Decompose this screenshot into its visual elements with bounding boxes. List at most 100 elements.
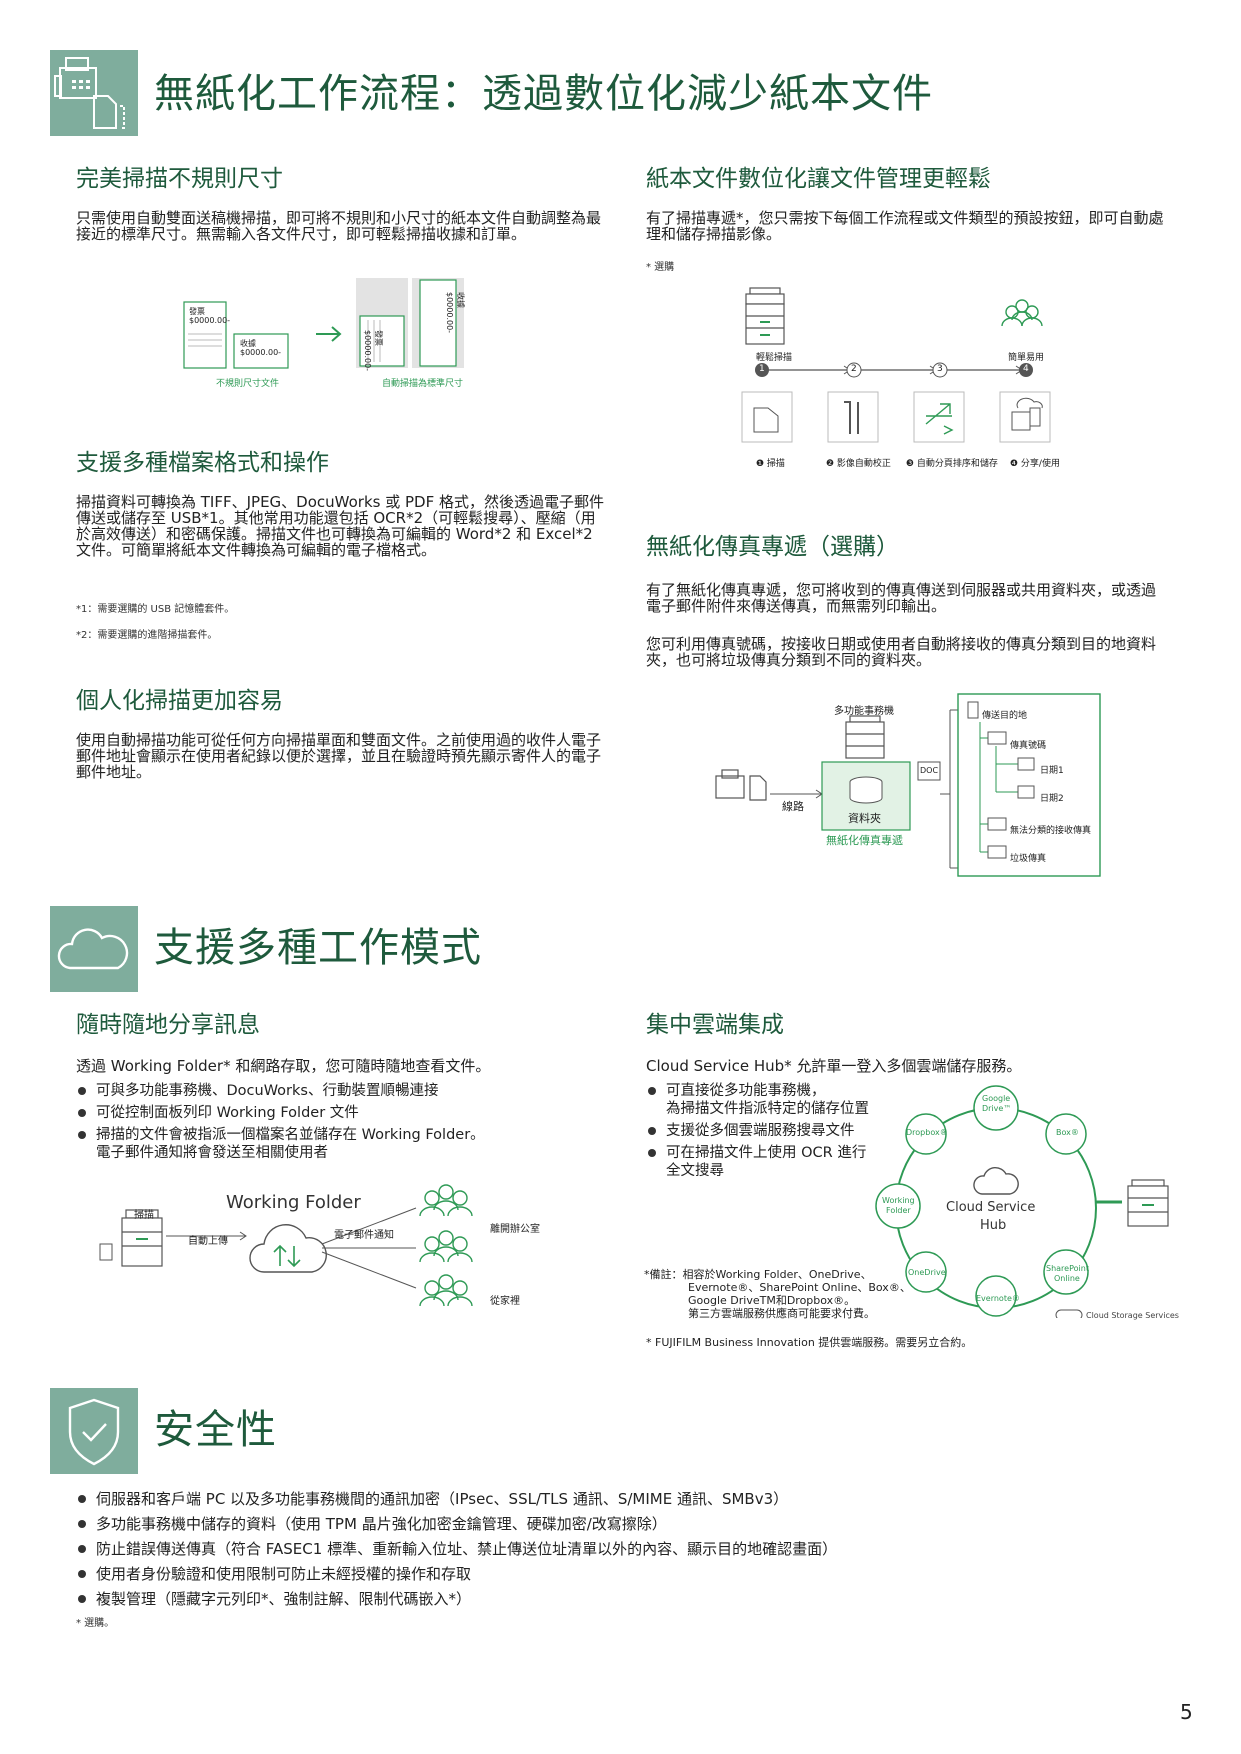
fax-machine-icon: [715, 769, 767, 801]
share-bullet-2: 可從控制面板列印 Working Folder 文件: [76, 1104, 596, 1122]
step-number-1: 1: [759, 364, 765, 374]
hub-working-folder-1: Working: [882, 1196, 915, 1205]
heading-manage-docs: 紙本文件數位化讓文件管理更輕鬆: [646, 166, 991, 192]
hub-center-2: Hub: [980, 1218, 1007, 1233]
doc1-title: 發票: [189, 307, 205, 316]
label-easy-use: 簡單易用: [1008, 353, 1045, 363]
label-doc: DOC: [920, 766, 939, 775]
step-auto-sort: ❸ 自動分頁排序和儲存: [906, 459, 998, 469]
page-number: 5: [1180, 1700, 1193, 1724]
cloud-bullet-3: 可在掃描文件上使用 OCR 進行 全文搜尋: [646, 1144, 896, 1180]
label-unsorted-fax: 無法分類的接收傳真: [1010, 826, 1092, 836]
out1-amount: $0000.00-: [363, 330, 372, 372]
hub-dropbox: Dropbox®: [906, 1128, 948, 1137]
step-image-correct: ❷ 影像自動校正: [826, 459, 891, 469]
figure-cloud-hub: [875, 1085, 1169, 1318]
text-manage-docs: 有了掃描專遞*，您只需按下每個工作流程或文件類型的預設按鈕，即可自動處理和儲存掃…: [646, 209, 1164, 243]
footnote-option: * 選購: [646, 262, 675, 273]
label-destination: 傳送目的地: [982, 711, 1028, 721]
heading-irregular-size: 完美掃描不規則尺寸: [76, 166, 283, 192]
step-number-4: 4: [1023, 364, 1029, 374]
section-icon-fax: [50, 50, 138, 136]
users-wf-icon: [419, 1184, 473, 1307]
label-folder: 資料夾: [848, 812, 881, 825]
footnote-security-option: * 選購。: [76, 1618, 115, 1629]
text-irregular-size: 只需使用自動雙面送稿機掃描，即可將不規則和小尺寸的紙本文件自動調整為最接近的標準…: [76, 209, 602, 243]
list-share-features: 可與多功能事務機、DocuWorks、行動裝置順暢連接 可從控制面板列印 Wor…: [76, 1082, 596, 1166]
share-bullet-1: 可與多功能事務機、DocuWorks、行動裝置順暢連接: [76, 1082, 596, 1100]
wf-title: Working Folder: [226, 1192, 361, 1213]
label-email-notice: 電子郵件通知: [334, 1230, 394, 1241]
caption-auto-standard: 自動掃描為標準尺寸: [382, 379, 464, 389]
label-away: 離開辦公室: [490, 1224, 540, 1235]
text-file-formats: 掃描資料可轉換為 TIFF、JPEG、DocuWorks 或 PDF 格式，然後…: [76, 493, 604, 559]
label-easy-scan: 輕鬆掃描: [756, 353, 793, 363]
section-title-security: 安全性: [154, 1407, 277, 1453]
step-number-2: 2: [851, 364, 857, 374]
figure-paperless-fax: [715, 693, 1101, 877]
mfp-icon: [745, 287, 785, 345]
users-icon: [1001, 299, 1043, 327]
label-auto-upload: 自動上傳: [188, 1236, 228, 1247]
list-cloud-features: 可直接從多功能事務機， 為掃描文件指派特定的儲存位置 支援從多個雲端服務搜尋文件…: [646, 1082, 896, 1184]
label-mfp: 多功能事務機: [834, 706, 894, 717]
label-paperless-fax: 無紙化傳真專遞: [826, 834, 903, 847]
hub-google-2: Drive™: [982, 1104, 1012, 1113]
label-home: 從家裡: [490, 1296, 520, 1307]
security-bullet-2: 多功能事務機中儲存的資料（使用 TPM 晶片強化加密金鑰管理、硬碟加密/改寫擦除…: [76, 1515, 837, 1533]
security-bullet-3: 防止錯誤傳送傳真（符合 FASEC1 標準、重新輸入位址、禁止傳送位址清單以外的…: [76, 1540, 837, 1558]
step-scan: ❶ 掃描: [756, 459, 785, 469]
hub-working-folder-2: Folder: [886, 1206, 911, 1215]
security-bullet-4: 使用者身份驗證和使用限制可防止未經授權的操作和存取: [76, 1565, 837, 1583]
fax-document-icon: [54, 57, 125, 129]
doc2-amount: $0000.00-: [240, 348, 282, 357]
label-line: 線路: [782, 800, 804, 813]
cloud-icon: [57, 928, 129, 970]
heading-share-anywhere: 隨時隨地分享訊息: [76, 1012, 260, 1038]
heading-paperless-fax: 無紙化傳真專遞（選購）: [646, 534, 899, 560]
heading-cloud-integration: 集中雲端集成: [646, 1012, 784, 1038]
label-junk-fax: 垃圾傳真: [1010, 854, 1047, 864]
section-icon-cloud: [50, 906, 138, 992]
database-icon: [849, 776, 883, 804]
heading-file-formats: 支援多種檔案格式和操作: [76, 450, 329, 476]
step-number-3: 3: [937, 364, 943, 374]
label-fax-number: 傳真號碼: [1010, 741, 1047, 751]
label-date1: 日期1: [1040, 766, 1064, 776]
heading-personal-scan: 個人化掃描更加容易: [76, 688, 283, 714]
out2-amount: $0000.00-: [445, 292, 454, 334]
hub-legend: Cloud Storage Services: [1086, 1311, 1179, 1320]
figure-scan-flow: [741, 287, 1051, 443]
footnote-advanced-scan: *2：需要選購的進階掃描套件。: [76, 630, 218, 641]
hub-google-1: Google: [982, 1094, 1011, 1103]
hub-sharepoint-1: SharePoint: [1046, 1264, 1089, 1273]
hub-sharepoint-2: Online: [1054, 1274, 1080, 1283]
security-bullet-5: 複製管理（隱藏字元列印*、強制註解、限制代碼嵌入*）: [76, 1590, 837, 1608]
hub-box: Box®: [1056, 1128, 1079, 1137]
text-personal-scan: 使用自動掃描功能可從任何方向掃描單面和雙面文件。之前使用過的收件人電子郵件地址會…: [76, 731, 602, 781]
cloud-bullet-1: 可直接從多功能事務機， 為掃描文件指派特定的儲存位置: [646, 1082, 896, 1118]
label-wf-scan: 掃描: [134, 1210, 154, 1221]
mfp-hub-icon: [1127, 1179, 1169, 1227]
footnote-usb: *1：需要選購的 USB 記憶體套件。: [76, 604, 235, 615]
cloud-compat-note: *備註：相容於Working Folder、OneDrive、 Evernote…: [644, 1268, 911, 1320]
out1-title: 發票: [374, 330, 383, 346]
text-share-anywhere: 透過 Working Folder* 和網路存取，您可隨時隨地查看文件。: [76, 1057, 491, 1075]
hub-evernote: Evernote®: [976, 1294, 1020, 1303]
list-security: 伺服器和客戶端 PC 以及多功能事務機間的通訊加密（IPsec、SSL/TLS …: [76, 1490, 837, 1615]
out2-title: 收據: [456, 292, 465, 308]
footnote-cloud-service: * FUJIFILM Business Innovation 提供雲端服務。需要…: [646, 1336, 973, 1349]
step-share: ❹ 分享/使用: [1010, 459, 1060, 469]
text-cloud-integration: Cloud Service Hub* 允許單一登入多個雲端儲存服務。: [646, 1057, 1022, 1075]
shield-check-icon: [68, 1398, 120, 1466]
section-title-work-modes: 支援多種工作模式: [154, 925, 482, 971]
hub-onedrive: OneDrive: [908, 1268, 946, 1277]
doc1-amount: $0000.00-: [189, 316, 231, 325]
section-icon-security: [50, 1388, 138, 1474]
cloud-sync-icon: [249, 1224, 327, 1273]
figure-irregular-scan: [183, 278, 464, 369]
text-fax-1: 有了無紙化傳真專遞，您可將收到的傳真傳送到伺服器或共用資料夾，或透過電子郵件附件…: [646, 581, 1157, 615]
mfp-wf-icon: [121, 1209, 163, 1267]
cloud-bullet-2: 支援從多個雲端服務搜尋文件: [646, 1122, 896, 1140]
hub-center-1: Cloud Service: [946, 1200, 1036, 1215]
